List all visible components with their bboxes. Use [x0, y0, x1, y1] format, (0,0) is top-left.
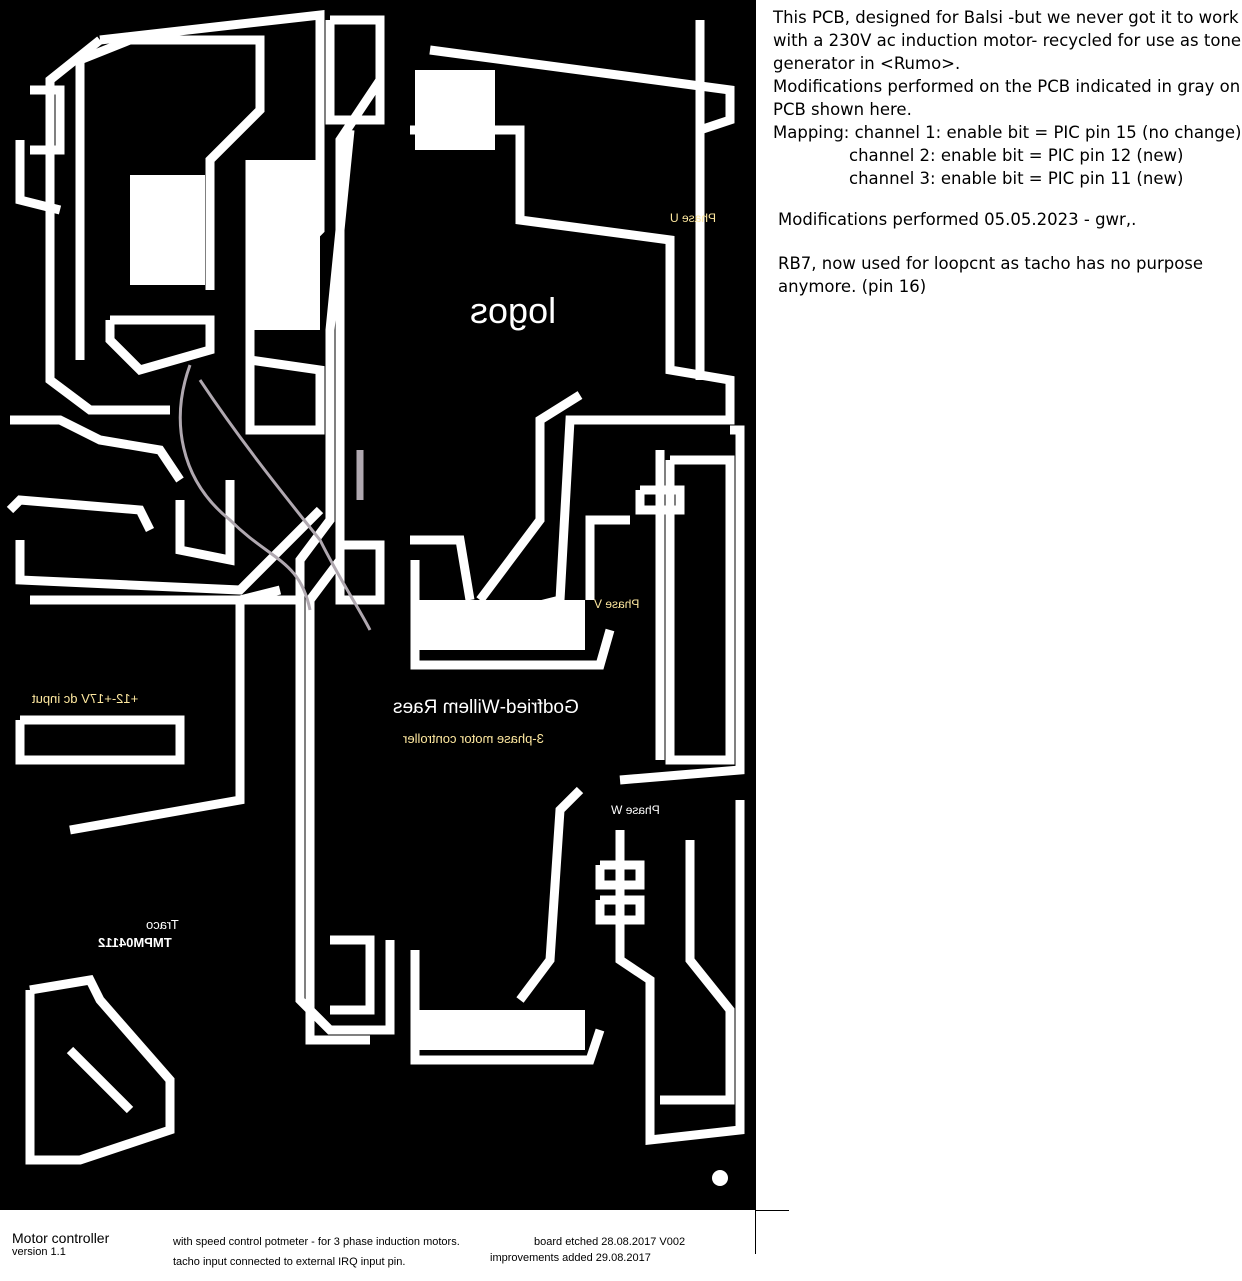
label-traco-model: TMPM04112	[98, 935, 172, 950]
footer-improved: improvements added 29.08.2017	[490, 1252, 651, 1264]
trace	[665, 455, 735, 765]
note-date: Modifications performed 05.05.2023 - gwr…	[778, 210, 1137, 229]
label-phase-u: Phase U	[670, 211, 717, 225]
trace	[15, 506, 324, 595]
trace	[15, 715, 185, 765]
note-line: PCB shown here.	[773, 100, 912, 119]
trace	[516, 786, 584, 1003]
trace	[66, 1046, 134, 1114]
trace	[69, 585, 282, 835]
label-author: Godfried-Willem Raes	[393, 697, 579, 718]
footer-version: version 1.1	[12, 1246, 66, 1258]
footer-desc2: tacho input connected to external IRQ in…	[173, 1256, 406, 1268]
note-line: channel 2: enable bit = PIC pin 12 (new)	[849, 146, 1184, 165]
trace	[410, 950, 605, 1065]
frame-line	[755, 1210, 789, 1211]
note-line: Mapping: channel 1: enable bit = PIC pin…	[773, 123, 1242, 142]
pads	[130, 70, 728, 1186]
note-line: This PCB, designed for Balsi -but we nev…	[773, 8, 1239, 27]
trace	[595, 895, 645, 925]
trace	[335, 540, 385, 605]
trace	[429, 45, 735, 135]
note-rb7-cont: anymore. (pin 16)	[778, 277, 927, 296]
trace	[330, 935, 375, 1015]
label-subtitle: 3-phase motor controller	[403, 731, 544, 746]
note-line: with a 230V ac induction motor- recycled…	[773, 31, 1242, 50]
footer-etched: board etched 28.08.2017 V002	[534, 1236, 686, 1248]
label-traco: Traco	[146, 917, 179, 932]
trace	[615, 800, 745, 1146]
label-phase-w: Phase W	[611, 803, 660, 817]
trace	[619, 425, 745, 785]
trace	[105, 315, 215, 376]
trace	[6, 495, 155, 533]
trace	[75, 35, 265, 360]
pcb-traces	[6, 9, 745, 1186]
note-line: Modifications performed on the PCB indic…	[773, 77, 1242, 96]
modification-wires	[178, 364, 372, 631]
trace	[10, 415, 184, 483]
label-phase-v: Phase V	[594, 597, 640, 611]
label-dc-input: +12-+17V dc input	[32, 691, 139, 706]
note-line: channel 3: enable bit = PIC pin 11 (new)	[849, 169, 1184, 188]
trace	[595, 860, 645, 890]
trace	[325, 15, 385, 125]
note-rb7: RB7, now used for loopcnt as tacho has n…	[778, 254, 1204, 273]
trace	[476, 391, 583, 603]
trace	[25, 975, 175, 1165]
trace	[45, 36, 170, 415]
trace	[585, 515, 630, 600]
footer-title: Motor controller	[12, 1230, 110, 1246]
trace	[295, 129, 395, 1035]
trace	[15, 140, 62, 215]
logo: logos	[470, 290, 557, 331]
trace	[30, 85, 65, 155]
trace	[660, 840, 735, 1105]
trace	[410, 535, 475, 601]
frame-line	[755, 1210, 756, 1254]
footer-desc1: with speed control potmeter - for 3 phas…	[173, 1236, 460, 1248]
trace	[635, 485, 685, 515]
pcb-layout: Phase U Phase V Phase W +12-+17V dc inpu…	[0, 0, 756, 1210]
note-line: generator in <Rumo>.	[773, 54, 961, 73]
